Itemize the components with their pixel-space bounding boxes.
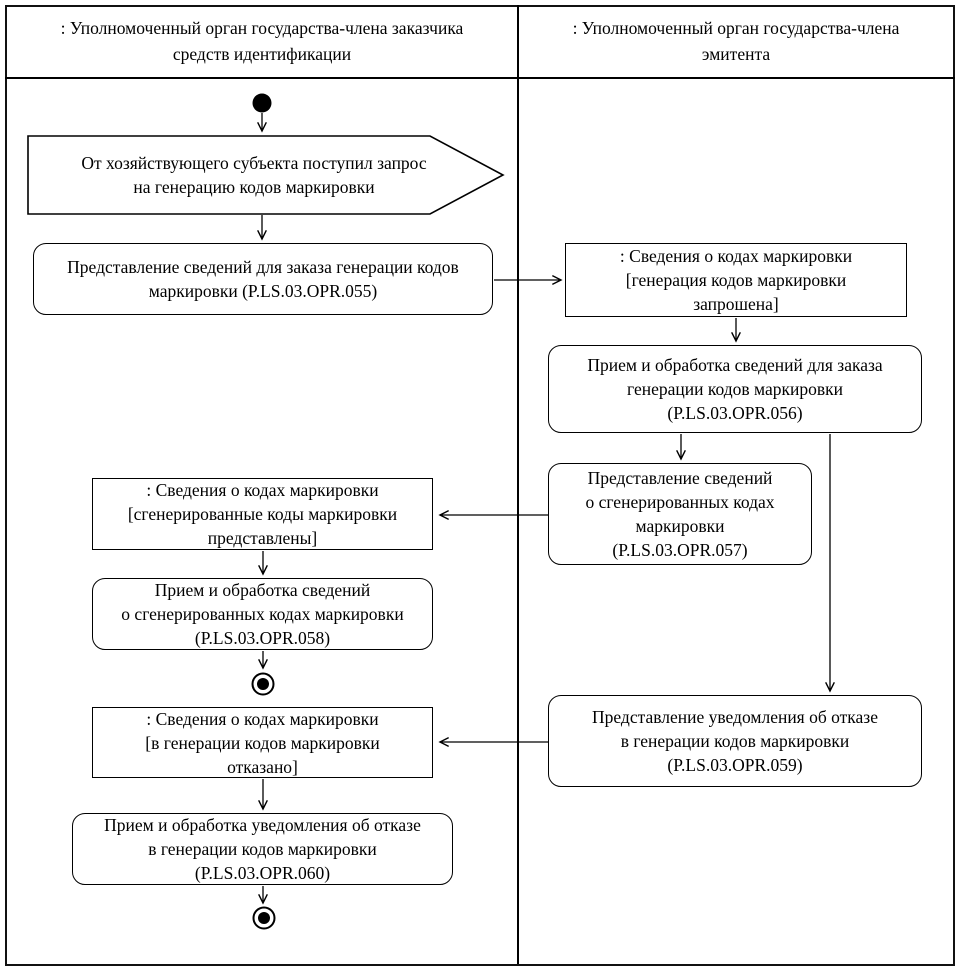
- action-p-ls-03-opr-060: Прием и обработка уведомления об отказе …: [72, 813, 453, 885]
- diagram-outer-frame: [5, 5, 955, 966]
- object-node-codes-generated: : Сведения о кодах маркировки [сгенериро…: [92, 478, 433, 550]
- action-p-ls-03-opr-059: Представление уведомления об отказе в ге…: [548, 695, 922, 787]
- accept-event-signal-label: От хозяйствующего субъекта поступил запр…: [81, 153, 427, 197]
- action-p-ls-03-opr-058: Прием и обработка сведений о сгенерирова…: [92, 578, 433, 650]
- action-p-ls-03-opr-055: Представление сведений для заказа генера…: [33, 243, 493, 315]
- swimlane-divider: [517, 5, 519, 964]
- object-node-codes-requested: : Сведения о кодах маркировки [генерация…: [565, 243, 907, 317]
- action-p-ls-03-opr-057: Представление сведений о сгенерированных…: [548, 463, 812, 565]
- lane-title-customer-authority: : Уполномоченный орган государства-члена…: [60, 18, 464, 64]
- action-p-ls-03-opr-056: Прием и обработка сведений для заказа ге…: [548, 345, 922, 433]
- lane-header-separator: [5, 77, 955, 79]
- lane-title-emitter-authority: : Уполномоченный орган государства-члена…: [572, 18, 900, 64]
- object-node-codes-refused: : Сведения о кодах маркировки [в генерац…: [92, 707, 433, 778]
